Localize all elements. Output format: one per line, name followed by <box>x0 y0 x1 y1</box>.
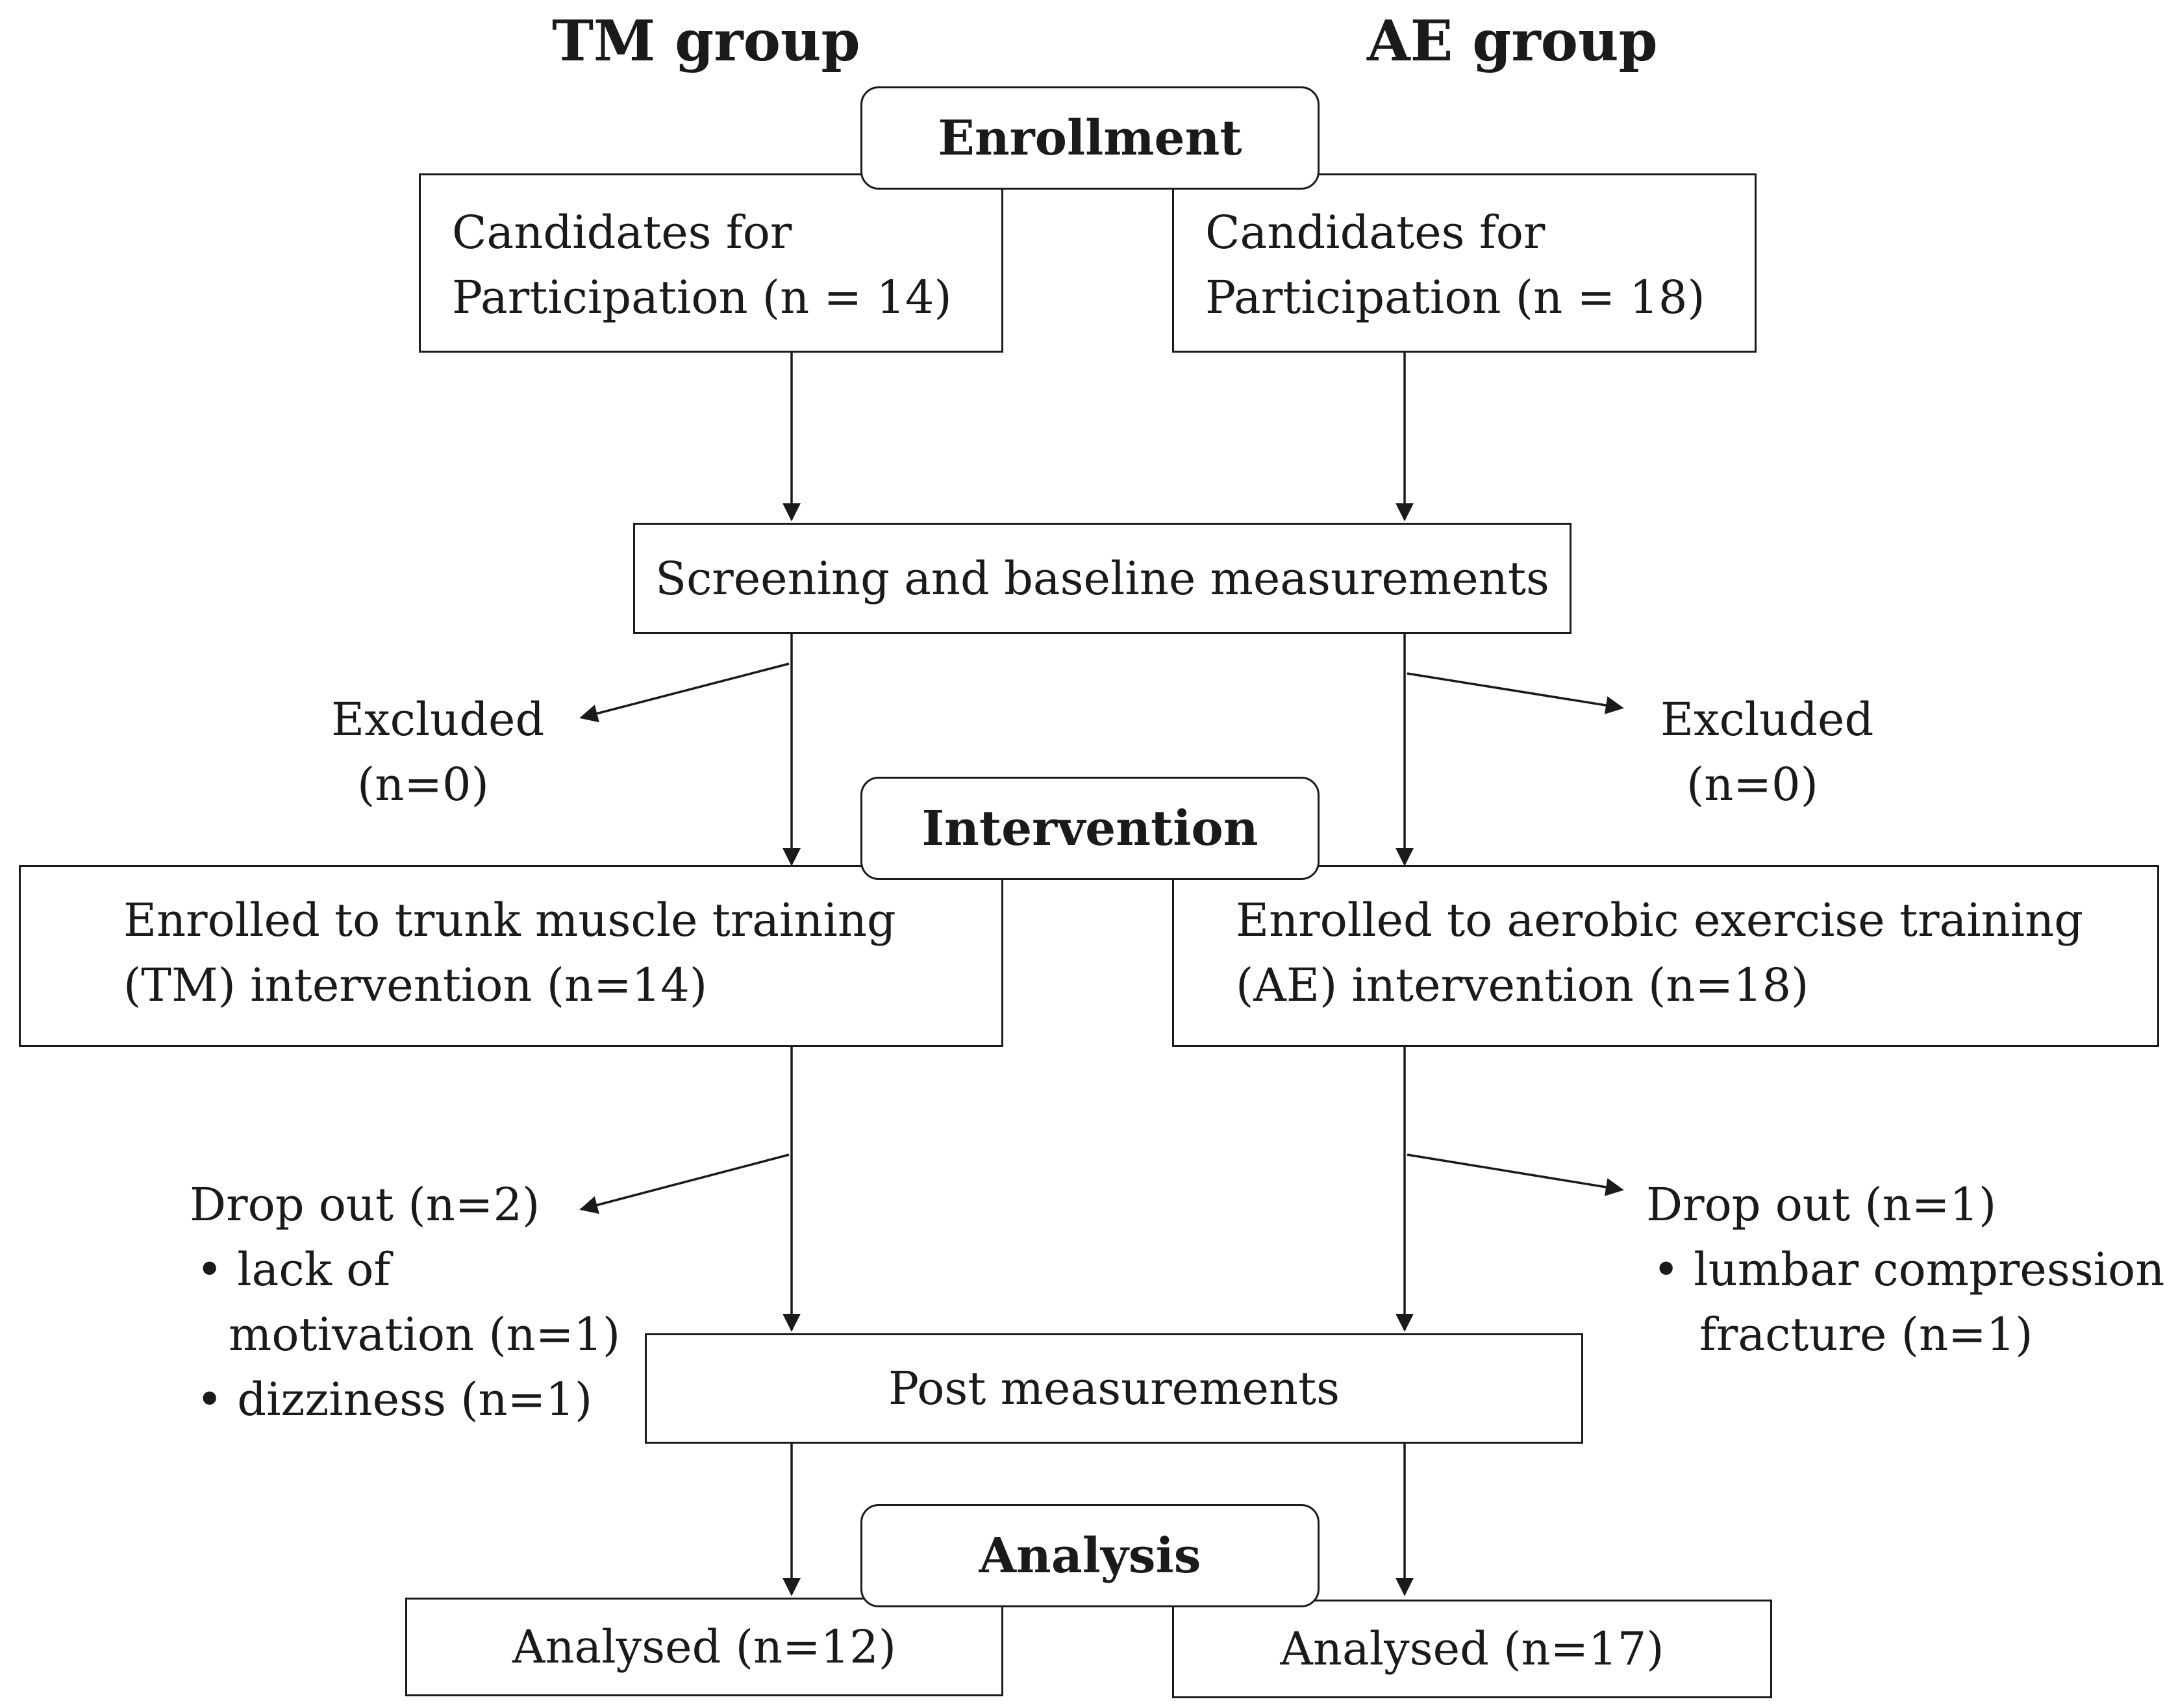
tm-excluded-label: Excluded <box>331 693 545 746</box>
ae-excluded-label: Excluded <box>1660 693 1874 746</box>
ae-dropout-title: Drop out (n=1) <box>1646 1178 1997 1231</box>
tm-enrolled-line1: Enrolled to trunk muscle training <box>123 894 896 947</box>
tm-candidates-line1: Candidates for <box>452 206 792 259</box>
ae-dropout-reason1-line1: lumbar compression <box>1646 1237 2164 1302</box>
tm-dropout-reason2: dizziness (n=1) <box>190 1367 620 1432</box>
tm-dropout-block: Drop out (n=2) lack of motivation (n=1) … <box>190 1172 620 1432</box>
ae-excluded-count: (n=0) <box>1686 758 1818 811</box>
ae-candidates-box: Candidates for Participation (n = 18) <box>1172 173 1757 353</box>
arrow-ae-excluded <box>1407 672 1624 714</box>
arrow-tm-excluded <box>579 662 790 723</box>
tm-enrolled-box: Enrolled to trunk muscle training (TM) i… <box>19 865 1003 1047</box>
ae-analysed-box: Analysed (n=17) <box>1172 1600 1772 1698</box>
post-measurements-label: Post measurements <box>888 1362 1340 1415</box>
tm-dropout-reason1-line1: lack of <box>190 1237 620 1302</box>
post-measurements-box: Post measurements <box>645 1333 1583 1444</box>
arrow-tm-dropout <box>579 1153 790 1214</box>
ae-enrolled-line2: (AE) intervention (n=18) <box>1236 959 1809 1012</box>
tm-candidates-line2: Participation (n = 14) <box>452 271 952 324</box>
ae-enrolled-box: Enrolled to aerobic exercise training (A… <box>1172 865 2159 1047</box>
ae-enrolled-line1: Enrolled to aerobic exercise training <box>1236 894 2084 947</box>
ae-dropout-reason1-line2: fracture (n=1) <box>1699 1308 2033 1361</box>
arrow-ae-dropout <box>1407 1153 1624 1196</box>
ae-group-header: AE group <box>1367 8 1658 74</box>
tm-dropout-reason1-line2: motivation (n=1) <box>229 1308 621 1361</box>
intervention-stage-label: Intervention <box>860 777 1320 880</box>
ae-dropout-block: Drop out (n=1) lumbar compression fractu… <box>1646 1172 2164 1367</box>
ae-candidates-line2: Participation (n = 18) <box>1205 271 1705 324</box>
tm-group-header: TM group <box>552 8 860 74</box>
enrollment-stage-label: Enrollment <box>860 86 1320 190</box>
tm-analysed-box: Analysed (n=12) <box>405 1598 1003 1696</box>
tm-candidates-box: Candidates for Participation (n = 14) <box>419 173 1003 353</box>
tm-excluded-count: (n=0) <box>357 758 489 811</box>
tm-dropout-title: Drop out (n=2) <box>190 1178 540 1231</box>
screening-box: Screening and baseline measurements <box>633 523 1571 634</box>
tm-enrolled-line2: (TM) intervention (n=14) <box>123 959 708 1012</box>
screening-label: Screening and baseline measurements <box>655 551 1549 605</box>
analysis-stage-label: Analysis <box>860 1504 1320 1607</box>
tm-analysed-label: Analysed (n=12) <box>512 1620 897 1674</box>
ae-analysed-label: Analysed (n=17) <box>1280 1622 1664 1676</box>
ae-candidates-line1: Candidates for <box>1205 206 1546 259</box>
